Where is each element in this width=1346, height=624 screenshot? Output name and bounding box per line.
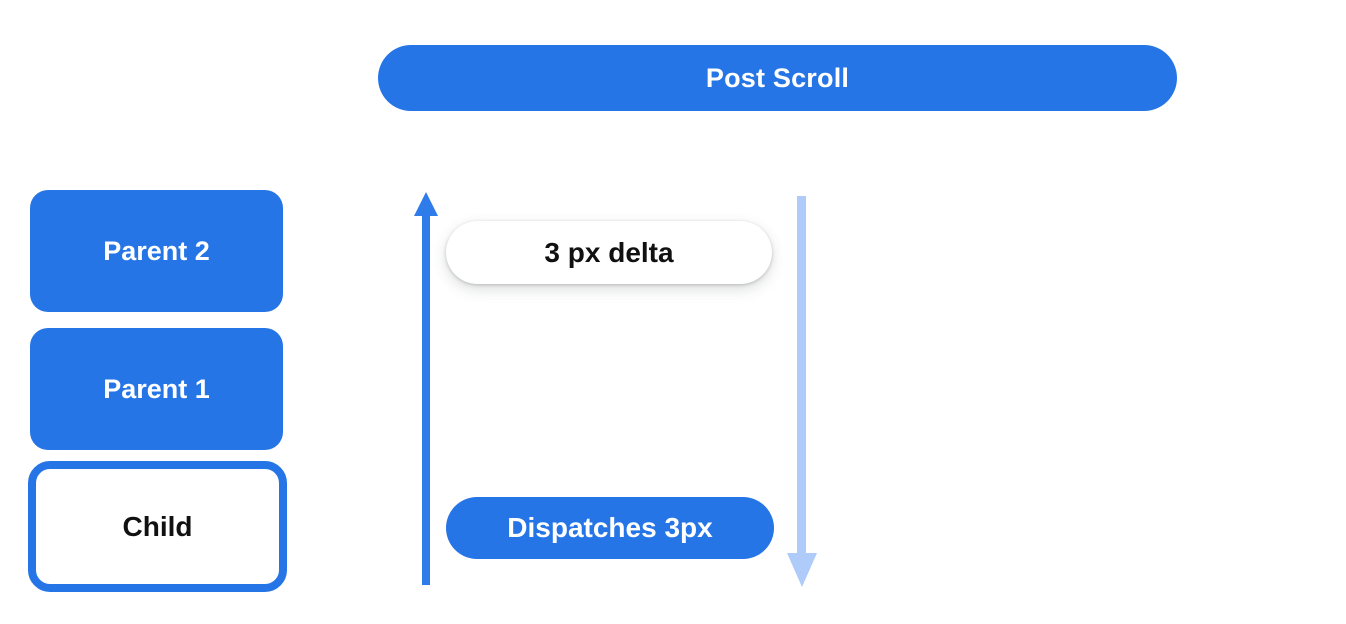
down-arrow-shaft — [797, 196, 806, 553]
up-arrow-head — [414, 192, 438, 216]
up-arrow-shaft — [422, 214, 430, 585]
child-label: Child — [122, 510, 193, 542]
down-arrow-head — [787, 553, 817, 587]
post-scroll-label: Post Scroll — [705, 62, 850, 93]
parent1-label: Parent 1 — [103, 373, 210, 404]
dispatches-label: Dispatches 3px — [507, 512, 713, 543]
delta-label: 3 px delta — [544, 236, 674, 268]
parent2-label: Parent 2 — [103, 235, 210, 266]
post-scroll-pill: Post Scroll — [378, 45, 1177, 111]
child-box: Child — [28, 461, 287, 592]
delta-pill: 3 px delta — [446, 221, 772, 284]
parent1-box: Parent 1 — [30, 328, 283, 450]
parent2-box: Parent 2 — [30, 190, 283, 312]
dispatches-pill: Dispatches 3px — [446, 497, 774, 559]
